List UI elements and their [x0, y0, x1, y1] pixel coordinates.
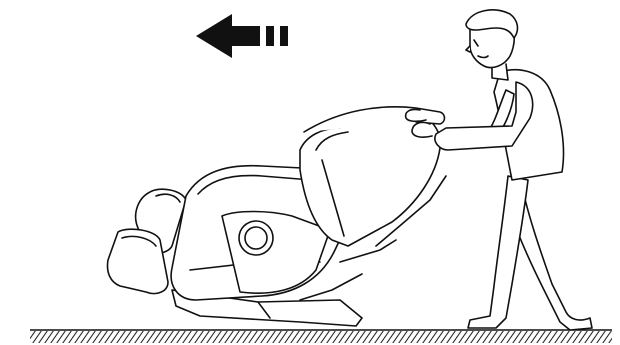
- arrow-left-icon: [196, 14, 288, 58]
- massage-chair-icon: [108, 107, 447, 326]
- hatched-floor: [30, 330, 612, 343]
